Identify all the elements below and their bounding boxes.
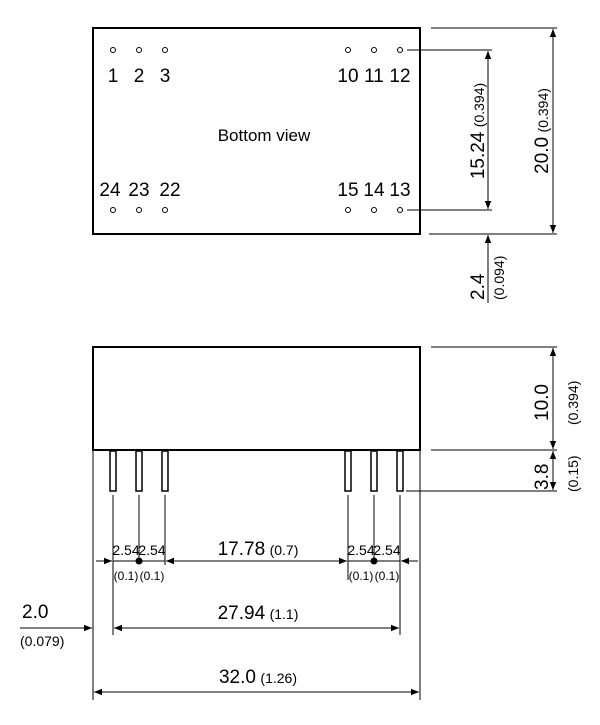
dimension-pitch: 2.54 <box>347 542 374 558</box>
pin-hole <box>136 47 142 53</box>
pin-hole <box>110 207 116 213</box>
pin-hole <box>162 47 168 53</box>
bottom-view: 1 2 3 10 11 12 24 23 22 15 14 13 Bottom … <box>92 27 557 303</box>
dimension-offset-inch: (0.094) <box>491 256 507 300</box>
module-outline-side <box>92 346 421 451</box>
pin-hole <box>371 207 377 213</box>
module-outline-bottom <box>92 27 421 235</box>
dimension-dot <box>135 557 143 565</box>
pin-label: 12 <box>389 66 410 87</box>
pin <box>135 450 143 492</box>
dimension-body-height-value: 10.0 <box>532 384 553 421</box>
dimension-pitch-inch: (0.1) <box>114 569 139 583</box>
pin-hole <box>110 47 116 53</box>
pin-hole <box>345 207 351 213</box>
dimension-width: 32.0 (1.26) <box>219 667 297 688</box>
pin-label: 24 <box>99 180 121 201</box>
pin-label: 1 <box>108 66 119 87</box>
pin-label: 14 <box>363 180 385 201</box>
dimension-pitch: 2.54 <box>138 542 165 558</box>
dimension-edge-inch: (0.079) <box>20 633 64 649</box>
pin-label: 10 <box>337 66 358 87</box>
dimension-height: 20.0 (0.394) <box>532 88 553 174</box>
dimension-pitch: 2.54 <box>112 542 139 558</box>
pin <box>109 450 117 492</box>
view-label: Bottom view <box>218 126 311 145</box>
dimension-pitch: 2.54 <box>373 542 400 558</box>
pins <box>109 450 404 492</box>
dimension-pitch-inch: (0.1) <box>140 569 165 583</box>
pin-label: 22 <box>159 180 180 201</box>
pin-label: 23 <box>128 180 149 201</box>
dimension-offset-value: 2.4 <box>468 273 489 300</box>
side-view: 10.0 (0.394) 3.8 (0.15) 2.54 2.54 2.54 2… <box>20 346 581 700</box>
dimension-gap: 17.78 (0.7) <box>218 539 299 560</box>
dimension-pitch-inch: (0.1) <box>349 569 374 583</box>
dimension-dot <box>370 557 378 565</box>
pin <box>161 450 169 492</box>
pin-holes <box>110 47 403 213</box>
dimension-edge-value: 2.0 <box>22 602 48 623</box>
pin <box>396 450 404 492</box>
pin-label: 2 <box>134 66 145 87</box>
pin-hole <box>136 207 142 213</box>
pin-label: 3 <box>160 66 171 87</box>
pin <box>344 450 352 492</box>
pin-hole <box>371 47 377 53</box>
dimension-pin-span: 27.94 (1.1) <box>218 603 299 624</box>
dimension-pin-rows: 15.24 (0.394) <box>468 83 489 179</box>
dimension-pin-length-inch: (0.15) <box>565 455 581 492</box>
pin-hole <box>397 47 403 53</box>
pin-hole <box>397 207 403 213</box>
pin-hole <box>345 47 351 53</box>
pin-hole <box>162 207 168 213</box>
dimension-body-height-inch: (0.394) <box>565 381 581 425</box>
pin-label: 13 <box>389 180 410 201</box>
dimension-pitch-inch: (0.1) <box>375 569 400 583</box>
pin <box>370 450 378 492</box>
pin-label: 15 <box>337 180 358 201</box>
dimension-pin-length-value: 3.8 <box>532 464 553 490</box>
pin-label: 11 <box>364 66 384 87</box>
